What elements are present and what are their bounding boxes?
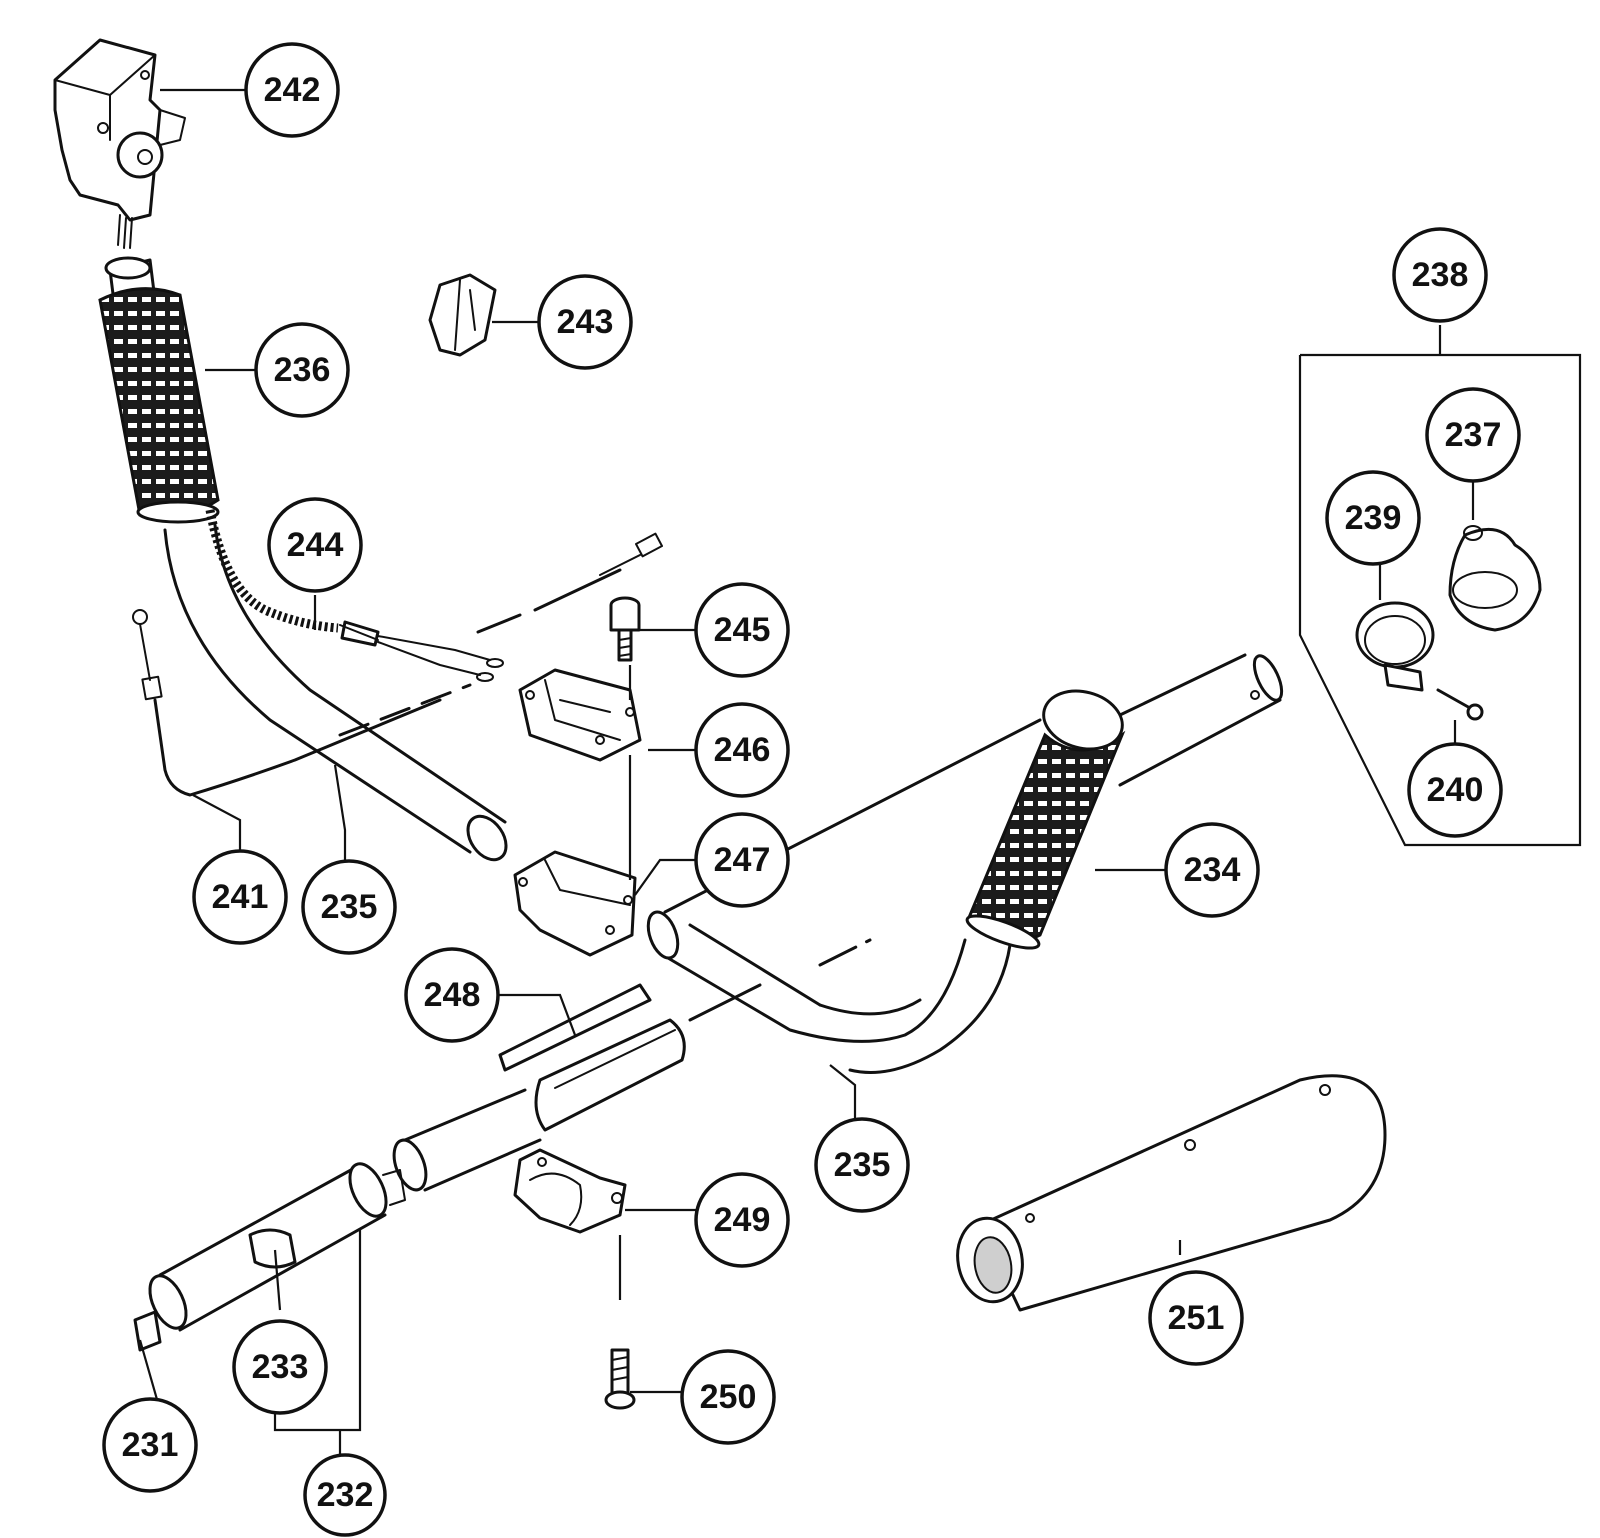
- switch-housing-part: [53, 38, 186, 249]
- callout-label: 246: [714, 731, 771, 769]
- callout-235-right: 235: [814, 1117, 910, 1213]
- callout-label: 237: [1445, 416, 1502, 454]
- callout-250: 250: [680, 1349, 776, 1445]
- callout-label: 249: [714, 1201, 771, 1239]
- bracket-screw-part: [1436, 688, 1484, 721]
- switch-bracket-part: [1448, 525, 1542, 632]
- protector-tube-part: [956, 1074, 1387, 1312]
- callout-label: 239: [1345, 499, 1402, 537]
- leader-lines: [138, 88, 1475, 1460]
- callout-232: 232: [303, 1453, 387, 1537]
- callout-label: 235: [321, 888, 378, 926]
- left-bar-tube-part: [163, 523, 508, 862]
- callout-233: 233: [232, 1319, 328, 1415]
- clamp-bottom-part: [513, 1148, 627, 1300]
- callout-246: 246: [694, 702, 790, 798]
- callout-241: 241: [192, 849, 288, 945]
- callout-239: 239: [1325, 470, 1421, 566]
- wire-loom-part: [205, 509, 504, 682]
- callout-label: 236: [274, 351, 331, 389]
- callout-238: 238: [1392, 227, 1488, 323]
- screw-part: [609, 596, 641, 662]
- drive-shaft-assembly-part: [133, 983, 762, 1352]
- band-clamp-part: [1355, 601, 1435, 692]
- right-grip-part: [965, 689, 1126, 950]
- left-grip-part: [98, 256, 220, 524]
- callout-label: 245: [714, 611, 771, 649]
- callout-label: 231: [122, 1426, 179, 1464]
- callout-label: 251: [1168, 1299, 1225, 1337]
- callout-240: 240: [1407, 742, 1503, 838]
- callout-235-left: 235: [301, 859, 397, 955]
- callout-label: 242: [264, 71, 321, 109]
- clamp-lower-part: [513, 755, 637, 957]
- callout-245: 245: [694, 582, 790, 678]
- callout-label: 234: [1184, 851, 1241, 889]
- clamp-upper-part: [518, 665, 642, 762]
- callout-label: 244: [287, 526, 344, 564]
- callout-label: 233: [252, 1348, 309, 1386]
- callout-label: 238: [1412, 256, 1469, 294]
- callout-243: 243: [537, 274, 633, 370]
- callout-234: 234: [1164, 822, 1260, 918]
- callout-236: 236: [254, 322, 350, 418]
- callout-label: 250: [700, 1378, 757, 1416]
- callout-231: 231: [102, 1397, 198, 1493]
- screw-bottom-part: [604, 1348, 636, 1410]
- clip-part: [428, 273, 497, 357]
- callout-247: 247: [694, 812, 790, 908]
- callout-244: 244: [267, 497, 363, 593]
- callout-label: 241: [212, 878, 269, 916]
- callout-label: 232: [317, 1476, 374, 1514]
- callout-248: 248: [404, 947, 500, 1043]
- bracket-kit-box: [1298, 325, 1582, 847]
- callout-label: 235: [834, 1146, 891, 1184]
- throttle-cable-part: [132, 532, 663, 797]
- callout-label: 243: [557, 303, 614, 341]
- callout-251: 251: [1148, 1270, 1244, 1366]
- callout-249: 249: [694, 1172, 790, 1268]
- callout-label: 248: [424, 976, 481, 1014]
- damper-strips-part: [498, 983, 686, 1132]
- callout-237: 237: [1425, 387, 1521, 483]
- callout-label: 240: [1427, 771, 1484, 809]
- callout-label: 247: [714, 841, 771, 879]
- callout-242: 242: [244, 42, 340, 138]
